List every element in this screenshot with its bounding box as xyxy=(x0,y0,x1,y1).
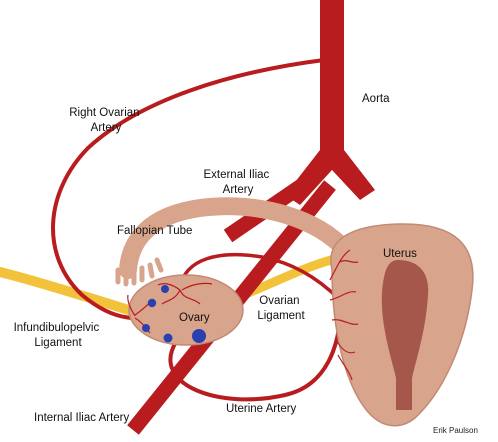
label-ovarian-ligament: Ovarian Ligament xyxy=(257,295,305,322)
label-infundibulopelvic-ligament-line2: Ligament xyxy=(34,337,82,349)
label-infundibulopelvic-ligament: Infundibulopelvic Ligament xyxy=(14,322,103,349)
label-ovarian-ligament-line2: Ligament xyxy=(257,310,305,322)
label-ovary: Ovary xyxy=(179,312,210,324)
author-credit: Erik Paulson xyxy=(433,426,478,435)
label-fallopian-tube: Fallopian Tube xyxy=(117,225,192,237)
label-uterus: Uterus xyxy=(383,248,417,260)
fimbriae xyxy=(115,257,164,287)
uterine-cavity xyxy=(381,260,429,410)
infundibulopelvic-ligament xyxy=(0,267,140,317)
uterine-vessels xyxy=(329,249,359,381)
right-ovarian-artery xyxy=(51,58,325,320)
label-aorta: Aorta xyxy=(362,93,390,105)
label-internal-iliac-artery: Internal Iliac Artery xyxy=(34,412,129,424)
ovarian-branch-loop xyxy=(178,252,342,302)
label-external-iliac-artery: External Iliac Artery xyxy=(203,169,272,196)
aorta-bifurcation xyxy=(285,150,375,205)
label-uterine-artery: Uterine Artery xyxy=(226,403,297,415)
ovary xyxy=(128,274,244,346)
label-infundibulopelvic-ligament-line1: Infundibulopelvic xyxy=(14,322,100,334)
aorta xyxy=(320,0,344,160)
label-right-ovarian-artery: Right Ovarian Artery xyxy=(69,107,143,134)
label-right-ovarian-artery-line2: Artery xyxy=(91,122,122,134)
fallopian-tube xyxy=(119,197,354,279)
label-right-ovarian-artery-line1: Right Ovarian xyxy=(69,107,139,119)
uterine-artery xyxy=(168,319,342,402)
label-external-iliac-artery-line2: Artery xyxy=(223,184,254,196)
follicles xyxy=(142,285,206,343)
label-ovarian-ligament-line1: Ovarian xyxy=(259,295,299,307)
label-external-iliac-artery-line1: External Iliac xyxy=(203,169,269,181)
